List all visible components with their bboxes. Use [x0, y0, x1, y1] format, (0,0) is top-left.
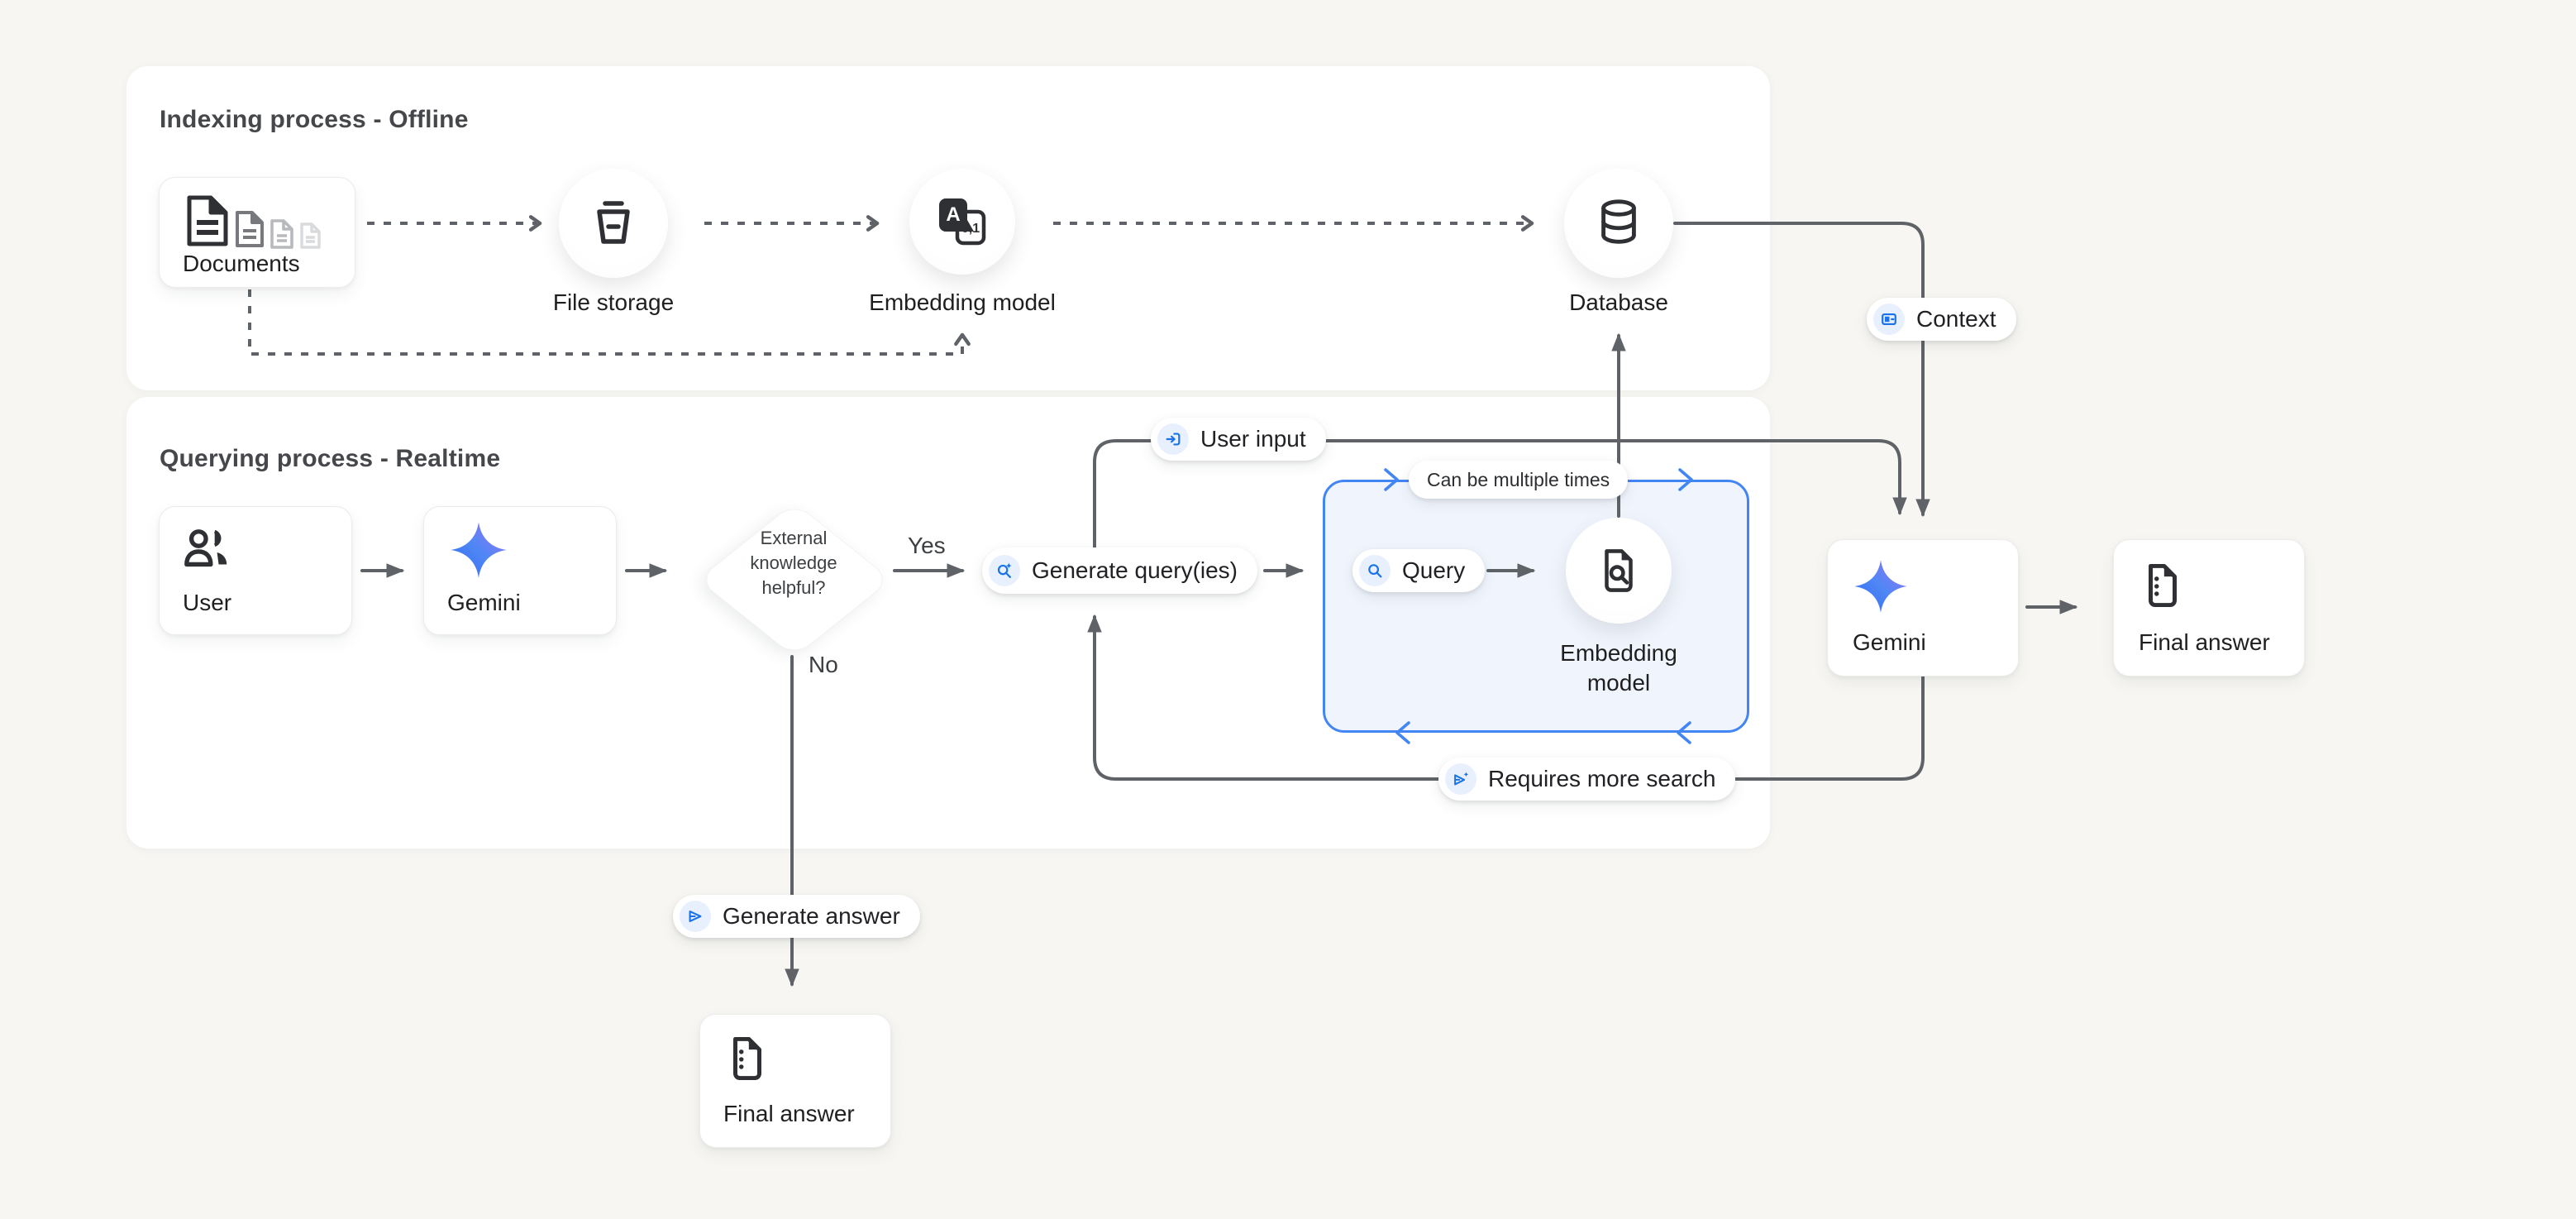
svg-text:A: A [946, 203, 960, 226]
embedding-model-index-label: Embedding model [869, 289, 1056, 315]
database-node [1564, 169, 1673, 278]
gemini-star-icon [449, 520, 508, 584]
file-storage-node [559, 169, 668, 278]
embedding-model-index-node: 0,1 A [909, 169, 1015, 275]
people-icon [181, 525, 232, 581]
final-answer-right-label: Final answer [2139, 629, 2270, 655]
documents-node: Documents [159, 177, 355, 288]
user-label: User [183, 590, 232, 615]
yes-label: Yes [908, 533, 946, 558]
decision-text: External knowledge helpful? [711, 526, 876, 600]
can-be-multiple-times-label: Can be multiple times [1427, 468, 1610, 490]
embedding-model-query-label: Embedding model [1560, 638, 1677, 698]
requires-more-search-chip: Requires more search [1438, 758, 1736, 801]
decision-line1: External [760, 528, 828, 548]
gemini-star-icon [1853, 558, 1909, 619]
documents-stack-icon [183, 193, 323, 255]
document-search-icon [1605, 549, 1633, 592]
gemini-right-node: Gemini [1827, 539, 2019, 676]
decision-line2: knowledge [750, 552, 837, 573]
final-answer-right-node: Final answer [2113, 539, 2305, 676]
file-storage-label: File storage [552, 289, 675, 315]
generate-queries-chip: Generate query(ies) [982, 547, 1258, 594]
gemini-right-label: Gemini [1853, 629, 1926, 655]
user-input-chip-label: User input [1200, 426, 1306, 452]
query-chip-label: Query [1402, 557, 1466, 583]
requires-more-search-chip-label: Requires more search [1488, 766, 1716, 791]
send-icon [680, 901, 711, 932]
context-chip-label: Context [1916, 306, 1996, 332]
embedding-model-query-line2: model [1586, 670, 1651, 696]
database-label: Database [1569, 289, 1668, 315]
draft-document-icon [2139, 562, 2187, 614]
final-answer-bottom-node: Final answer [699, 1014, 891, 1148]
generate-answer-chip: Generate answer [673, 895, 920, 938]
gemini-left-label: Gemini [447, 590, 521, 615]
embedding-model-query-line1: Embedding [1560, 640, 1677, 666]
query-chip: Query [1352, 549, 1486, 592]
user-node: User [159, 506, 352, 635]
retrieval-loop-box [1323, 480, 1749, 733]
indexing-panel-title: Indexing process - Offline [160, 106, 469, 133]
search-icon [1359, 555, 1391, 586]
context-chip: Context [1867, 298, 2016, 341]
decision-line3: helpful? [761, 577, 826, 598]
generate-answer-chip-label: Generate answer [723, 903, 900, 929]
documents-label: Documents [183, 251, 300, 276]
database-cylinder-icon [1601, 199, 1636, 244]
embedding-model-query-node [1566, 518, 1672, 624]
draft-document-icon [723, 1035, 771, 1087]
querying-panel-title: Querying process - Realtime [160, 445, 501, 472]
storage-bucket-icon [597, 201, 630, 244]
final-answer-bottom-label: Final answer [723, 1101, 855, 1126]
no-label: No [809, 652, 838, 677]
send-sparkle-icon [1445, 763, 1476, 795]
search-sparkle-icon [989, 555, 1020, 586]
input-arrow-icon [1157, 423, 1189, 455]
user-input-chip: User input [1151, 418, 1326, 461]
translate-numbers-icon: 0,1 A [939, 198, 986, 246]
context-card-icon [1873, 304, 1905, 335]
generate-queries-chip-label: Generate query(ies) [1032, 557, 1238, 583]
gemini-left-node: Gemini [423, 506, 617, 635]
can-be-multiple-times-chip: Can be multiple times [1409, 461, 1629, 499]
